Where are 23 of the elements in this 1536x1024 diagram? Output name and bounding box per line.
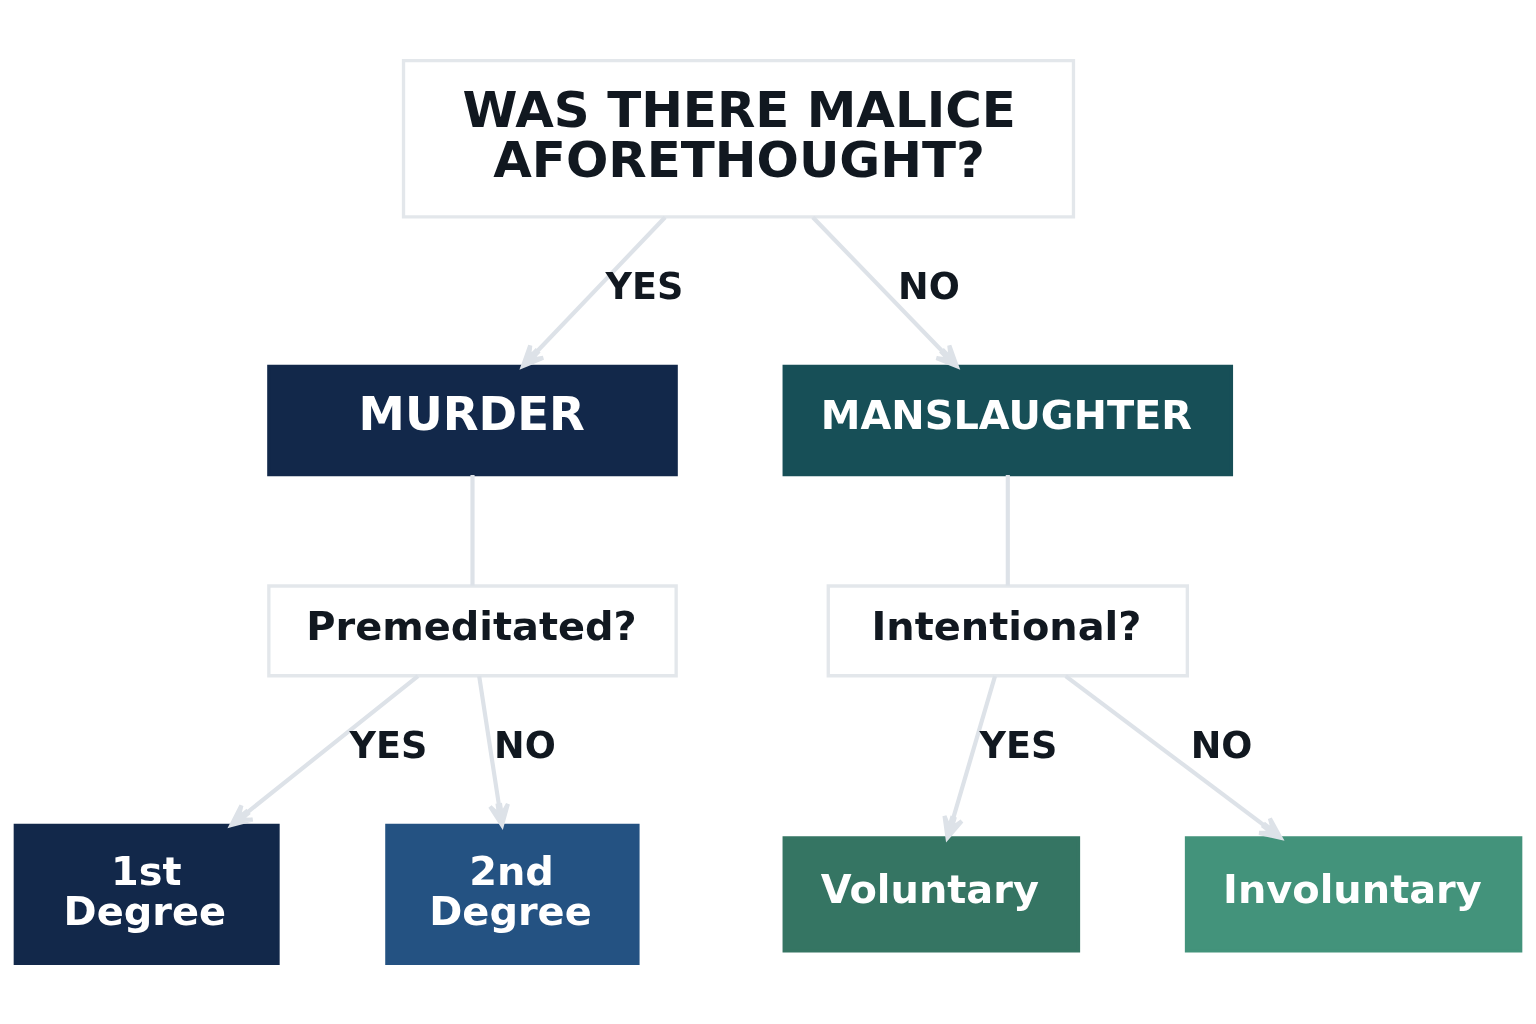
arrow <box>942 675 997 840</box>
node-box: 1st Degree <box>13 823 280 965</box>
connector <box>1005 475 1010 586</box>
edge-label: YES <box>349 724 428 768</box>
edge-label: NO <box>898 265 960 309</box>
node-box: Involuntary <box>1184 836 1523 953</box>
node-box: MURDER <box>267 364 678 477</box>
node-box: Voluntary <box>782 836 1081 953</box>
node-box: 2nd Degree <box>385 823 640 965</box>
connector <box>470 475 475 586</box>
edge-label: NO <box>494 724 556 768</box>
edge-label: YES <box>979 724 1058 768</box>
node-box: WAS THERE MALICE AFORETHOUGHT? <box>401 59 1076 219</box>
node-box: Premeditated? <box>267 584 678 678</box>
arrow <box>520 215 667 369</box>
arrow <box>477 675 510 828</box>
node-box: MANSLAUGHTER <box>782 364 1234 477</box>
arrow <box>229 674 420 828</box>
arrow <box>1064 674 1283 840</box>
node-box: Intentional? <box>826 584 1189 678</box>
arrow <box>811 215 959 369</box>
edge-label: YES <box>605 265 684 309</box>
edge-label: NO <box>1190 724 1253 768</box>
